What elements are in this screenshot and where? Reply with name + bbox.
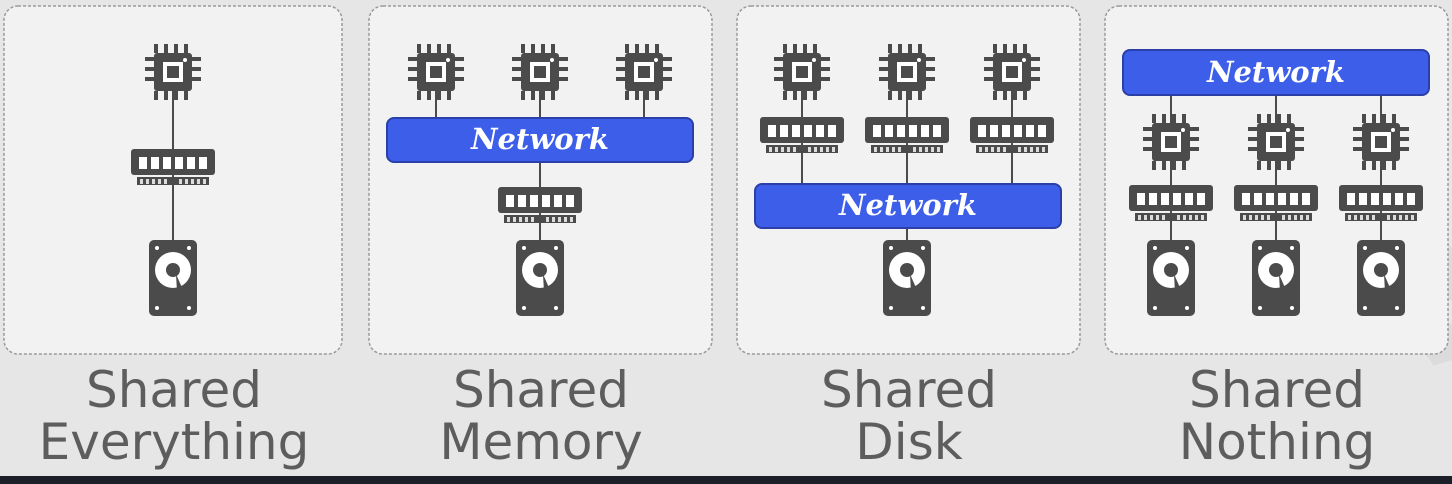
memory-module-icon bbox=[1129, 185, 1213, 221]
caption-shared-memory: Shared Memory bbox=[369, 364, 713, 468]
caption-line-1: Shared bbox=[452, 361, 630, 419]
hard-disk-icon bbox=[149, 240, 197, 316]
panel-shared-nothing: Network bbox=[1104, 5, 1449, 355]
caption-line-2: Everything bbox=[38, 413, 310, 471]
hard-disk-icon bbox=[1252, 240, 1300, 316]
network-bar: Network bbox=[1122, 49, 1430, 96]
memory-module-icon bbox=[1234, 185, 1318, 221]
memory-module-icon bbox=[498, 187, 582, 223]
hard-disk-icon bbox=[516, 240, 564, 316]
caption-shared-disk: Shared Disk bbox=[737, 364, 1081, 468]
caption-line-2: Disk bbox=[855, 413, 963, 471]
caption-line-2: Nothing bbox=[1178, 413, 1376, 471]
network-bar: Network bbox=[754, 183, 1062, 229]
caption-shared-nothing: Shared Nothing bbox=[1105, 364, 1449, 468]
caption-line-1: Shared bbox=[85, 361, 263, 419]
panel-shared-everything bbox=[3, 5, 343, 355]
network-label: Network bbox=[1206, 55, 1345, 89]
memory-module-icon bbox=[865, 117, 949, 153]
network-label: Network bbox=[470, 122, 609, 156]
panel-shared-disk: Network bbox=[736, 5, 1081, 355]
caption-line-1: Shared bbox=[820, 361, 998, 419]
caption-line-1: Shared bbox=[1188, 361, 1366, 419]
hard-disk-icon bbox=[1357, 240, 1405, 316]
caption-shared-everything: Shared Everything bbox=[2, 364, 346, 468]
bottom-edge-bar bbox=[0, 476, 1452, 484]
network-label: Network bbox=[838, 188, 977, 222]
panel-shared-memory: Network bbox=[368, 5, 713, 355]
memory-module-icon bbox=[131, 149, 215, 185]
memory-module-icon bbox=[970, 117, 1054, 153]
caption-line-2: Memory bbox=[439, 413, 643, 471]
network-bar: Network bbox=[386, 117, 694, 163]
memory-module-icon bbox=[760, 117, 844, 153]
hard-disk-icon bbox=[1147, 240, 1195, 316]
memory-module-icon bbox=[1339, 185, 1423, 221]
hard-disk-icon bbox=[883, 240, 931, 316]
